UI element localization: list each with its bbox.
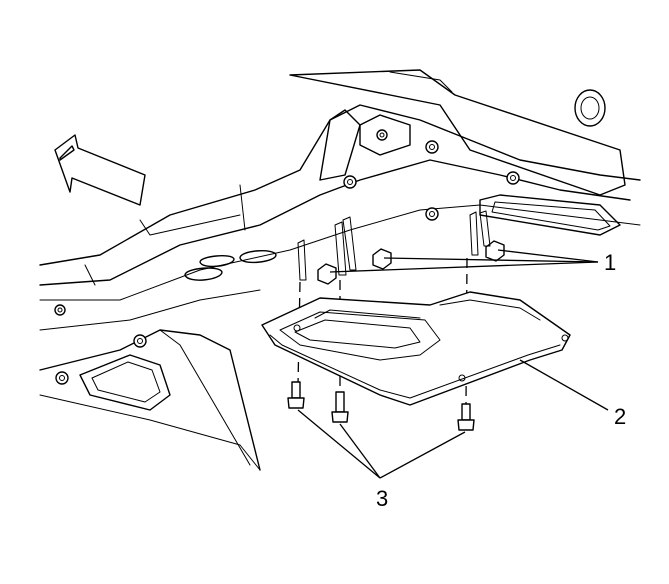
callout-1-label: 1 xyxy=(604,250,617,275)
callout-2-label: 2 xyxy=(614,404,627,429)
forward-arrow-icon xyxy=(54,134,146,206)
underbody-shield xyxy=(261,291,571,406)
body-fasteners xyxy=(54,129,520,385)
studs xyxy=(297,210,491,281)
nut-icon xyxy=(317,240,505,285)
bolt-icon xyxy=(287,381,475,431)
leader-lines xyxy=(297,249,609,479)
callout-3-label: 3 xyxy=(376,486,389,511)
floor-plug xyxy=(574,89,606,127)
